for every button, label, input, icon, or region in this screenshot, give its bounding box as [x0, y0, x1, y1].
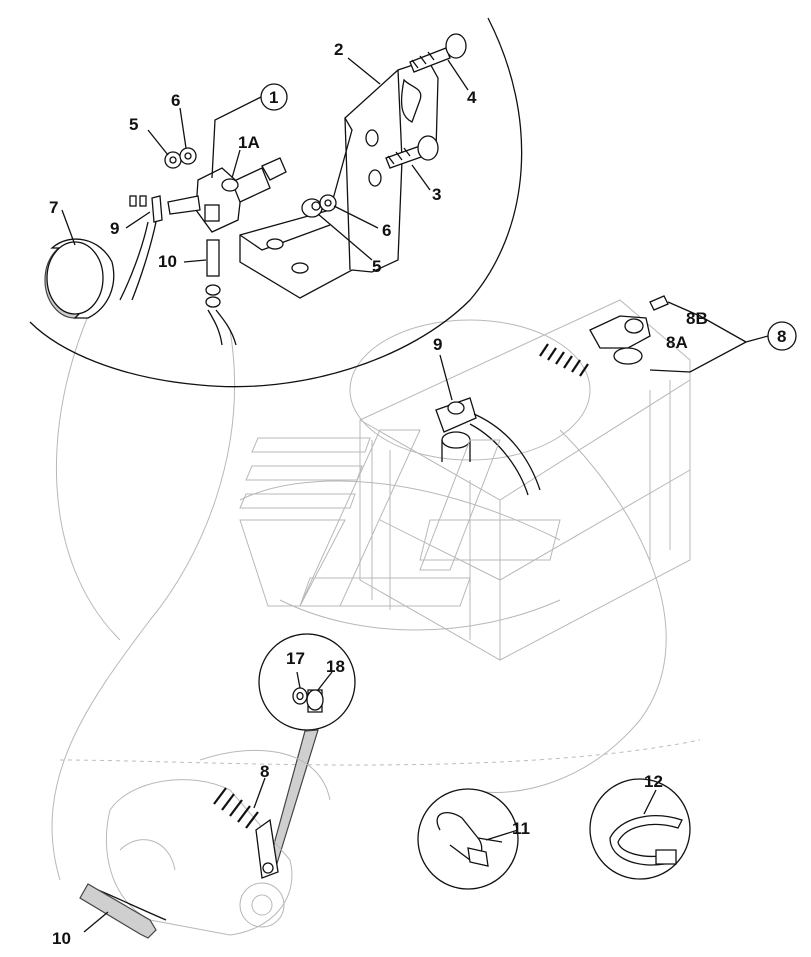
cable-9-terminal [119, 195, 163, 301]
callout-5-left: 5 [129, 115, 138, 134]
bolt-4 [409, 33, 467, 73]
background-wiring-ghost [51, 299, 701, 881]
battery-positive-cable [539, 295, 669, 377]
callout-11: 11 [512, 819, 530, 838]
nut-and-washer-left [164, 147, 197, 169]
switch-knob [44, 238, 115, 319]
mounting-bracket [239, 59, 439, 299]
detail-circle-17-18 [258, 633, 356, 871]
jcb-watermark [239, 429, 561, 607]
callout-6-left: 6 [171, 91, 180, 110]
callout-10-top: 10 [158, 252, 177, 271]
battery-negative-clamp [435, 397, 541, 496]
leader-lines [61, 57, 769, 933]
callout-18: 18 [326, 657, 345, 676]
callout-9-battery: 9 [433, 335, 442, 354]
starter-motor [79, 749, 331, 939]
callout-7: 7 [49, 198, 58, 217]
callout-8-starter: 8 [260, 762, 269, 781]
battery-outline [359, 299, 691, 661]
callout-1a: 1A [238, 133, 260, 152]
callout-8b: 8B [686, 309, 708, 328]
callout-12: 12 [644, 772, 663, 791]
callout-8a: 8A [666, 333, 688, 352]
callout-8-circle: 8 [777, 327, 786, 346]
nut-and-washer-right [301, 194, 337, 218]
detail-circle-outline [29, 17, 523, 388]
callout-3: 3 [432, 185, 441, 204]
callout-2: 2 [334, 40, 343, 59]
callout-1: 1 [269, 88, 278, 107]
cable-tie-11-detail [417, 788, 519, 890]
bolt-3 [385, 135, 439, 169]
cable-tie-12-detail [589, 778, 691, 880]
cable-10-terminal [205, 239, 237, 346]
callout-4: 4 [467, 88, 477, 107]
callout-5-right: 5 [372, 257, 381, 276]
callout-17: 17 [286, 649, 305, 668]
callout-6-right: 6 [382, 221, 391, 240]
isolator-switch [167, 157, 287, 233]
callout-9-left: 9 [110, 219, 119, 238]
callout-10-bottom: 10 [52, 929, 71, 948]
